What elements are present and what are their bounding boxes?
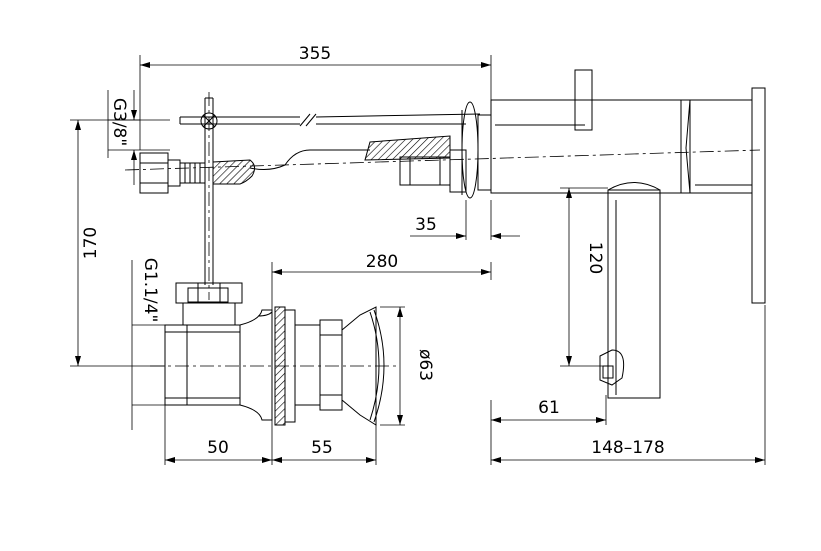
dim-label-g3-8: G3/8" bbox=[109, 98, 129, 146]
dimension-61: 61 bbox=[490, 395, 607, 465]
dim-label-g1-1-4: G1.1/4" bbox=[140, 258, 160, 323]
mixer-body bbox=[461, 69, 766, 399]
dimension-280: 280 bbox=[271, 252, 492, 320]
dimension-148-178: 148–178 bbox=[491, 305, 766, 465]
dimension-170: 170 bbox=[70, 119, 165, 367]
diverter-valve-body bbox=[164, 282, 385, 426]
dimension-g3-8: G3/8" bbox=[107, 90, 170, 185]
dimension-phi63: ø63 bbox=[380, 306, 435, 426]
dim-label-50: 50 bbox=[207, 438, 229, 458]
dimension-g1-1-4: G1.1/4" bbox=[131, 258, 175, 430]
dim-label-phi63: ø63 bbox=[415, 349, 435, 381]
dim-label-170: 170 bbox=[81, 227, 101, 259]
dim-label-355: 355 bbox=[299, 44, 331, 64]
dim-label-280: 280 bbox=[366, 252, 398, 272]
dimension-35: 35 bbox=[410, 200, 520, 240]
dim-label-35: 35 bbox=[415, 215, 437, 235]
dim-label-148-178: 148–178 bbox=[591, 438, 664, 458]
dimension-50: 50 bbox=[164, 405, 273, 465]
dimension-55: 55 bbox=[272, 425, 377, 465]
dim-label-55: 55 bbox=[311, 438, 333, 458]
dim-label-61: 61 bbox=[538, 398, 560, 418]
dim-label-120: 120 bbox=[585, 242, 605, 274]
inlet-pipe-assembly bbox=[139, 97, 481, 285]
dimension-120: 120 bbox=[560, 187, 608, 367]
dimension-355: 355 bbox=[139, 44, 492, 150]
